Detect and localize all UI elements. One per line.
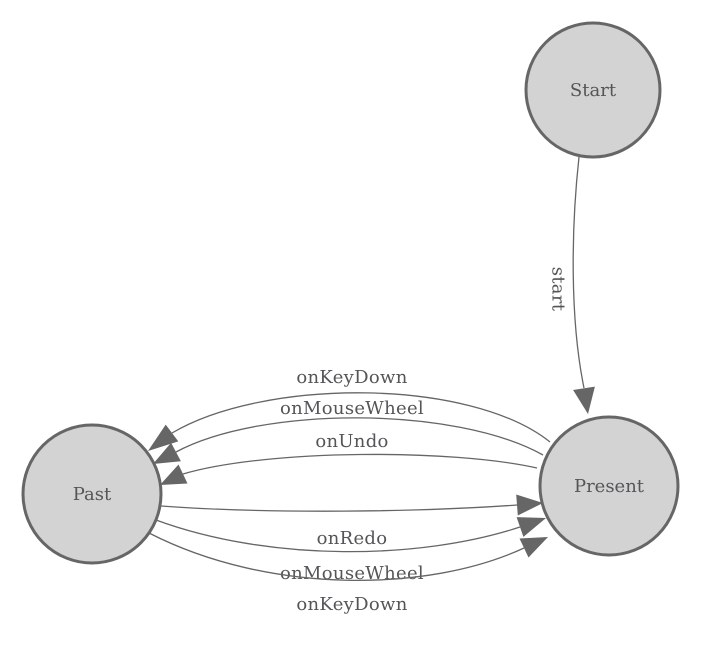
past-node-group: Past xyxy=(21,423,163,565)
present-node xyxy=(538,415,680,557)
edge-present-to-past-onmousewheel-arrowhead xyxy=(153,442,181,464)
edge-present-to-past-onundo-line xyxy=(182,453,538,475)
edge-label-onredo: onRedo xyxy=(317,528,388,549)
start-node xyxy=(524,21,662,159)
present-node-label: Present xyxy=(574,476,645,497)
edge-label-onundo: onUndo xyxy=(315,431,388,452)
edge-label-onmousewheel-top: onMouseWheel xyxy=(280,398,424,419)
edge-start-to-present-line xyxy=(572,156,585,389)
present-node-group: Present xyxy=(538,415,680,557)
edge-past-to-present-onmousewheel-arrowhead xyxy=(516,517,546,537)
edge-present-to-past-onmousewheel: onMouseWheel xyxy=(153,398,544,464)
edge-start-to-present: start xyxy=(548,156,595,414)
edge-past-to-present-onkeydown-line xyxy=(148,532,525,581)
start-node-group: Start xyxy=(524,21,662,159)
edge-past-to-present-onredo-arrowhead xyxy=(516,494,543,516)
past-node-label: Past xyxy=(73,484,112,505)
edge-past-to-present-onredo-line xyxy=(160,504,518,512)
edge-label-onkeydown-bottom: onKeyDown xyxy=(296,594,407,615)
past-node xyxy=(21,423,163,565)
edge-past-to-present-onkeydown: onKeyDown xyxy=(148,532,548,615)
edge-past-to-present-onkeydown-arrowhead xyxy=(519,537,548,558)
edge-present-to-past-onkeydown-arrowhead xyxy=(148,424,179,451)
edge-label-onkeydown-top: onKeyDown xyxy=(296,367,407,388)
edge-start-to-present-arrowhead xyxy=(573,386,595,414)
edge-label-start: start xyxy=(548,267,569,312)
edge-present-to-past-onmousewheel-line xyxy=(175,417,544,456)
edge-past-to-present-onmousewheel-line xyxy=(155,519,521,553)
start-node-label: Start xyxy=(570,80,617,101)
edge-past-to-present-onredo: onRedo xyxy=(160,494,543,549)
edge-present-to-past-onkeydown: onKeyDown xyxy=(148,367,551,451)
edge-present-to-past-onundo: onUndo xyxy=(160,431,538,485)
edge-present-to-past-onkeydown-line xyxy=(171,392,551,443)
edge-present-to-past-onundo-arrowhead xyxy=(160,464,188,485)
